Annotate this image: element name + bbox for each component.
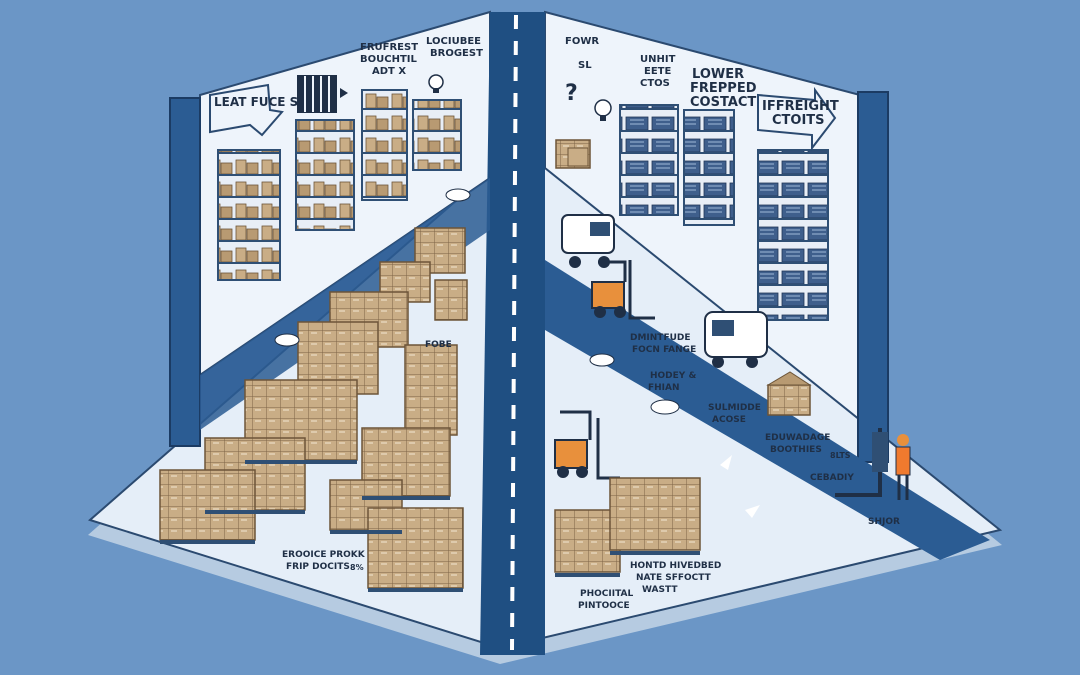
svg-text:LOWER FREPPED COST: LOWER FREPPED COSTACT [690, 67, 761, 110]
pallet [434, 279, 468, 321]
right-sign-1-line-3: CTOS [640, 78, 670, 89]
right-corner-sign-line-2: SL [578, 60, 592, 71]
right-label-7-line-2: NATE SFFOCTT [636, 573, 712, 583]
right-sign-2-line-1: LOWER [692, 67, 744, 82]
svg-text:FRUFREST BOUCHTIL: FRUFREST BOUCHTIL ADT X [360, 42, 422, 77]
right-label-5: CEBADIY [810, 473, 854, 483]
right-arrow-sign-line-1: IFFREIGHT [762, 99, 839, 114]
right-arrow-icon [340, 88, 348, 98]
svg-text:UNHIT EETE CTOS: UNHIT EETE CTOS [640, 54, 679, 89]
svg-text:LOCIUBEE BROGEST: LOCIUBEE BROGEST [426, 36, 484, 59]
right-shelving [619, 104, 829, 321]
svg-text:IFFREIGHT CTOITS: IFFREIGHT CTOITS [762, 99, 843, 128]
right-label-4-line-2: BOOTHIES [770, 445, 822, 455]
right-label-1-line-2: FOCN FANGE [632, 345, 696, 355]
right-label-7-line-3: WASTT [642, 585, 678, 595]
left-banner-1-line-2: BOUCHTIL [360, 54, 417, 65]
aisle-center-line [510, 14, 518, 651]
forklift-icon [554, 410, 620, 480]
left-banner-1: FRUFREST BOUCHTIL ADT X [360, 42, 422, 77]
right-corner-sign: FOWR SL ? [565, 36, 612, 121]
right-label-3-line-2: ACOSE [712, 415, 746, 425]
right-label-4: EDUWADAGE BOOTHIES [765, 433, 834, 455]
left-banner-1-line-1: FRUFREST [360, 42, 418, 53]
left-label-b: EROOICE PROKK FRIP DOCITS [282, 550, 368, 572]
forklift-icon [591, 260, 655, 320]
left-banner-1-line-3: ADT X [372, 66, 406, 77]
right-box-stack [555, 139, 591, 169]
right-label-1-line-1: DMINTFUDE [630, 333, 691, 343]
right-label-8: PHOCIITAL PINTOOCE [578, 589, 636, 611]
right-arrow-sign: IFFREIGHT CTOITS [757, 86, 843, 151]
right-pillar [857, 91, 889, 463]
right-box-pallets [554, 477, 701, 577]
right-label-2-line-2: FHIAN [648, 383, 680, 393]
left-label-b-line-1: EROOICE PROKK [282, 550, 366, 560]
cloud-icon [274, 188, 680, 415]
right-label-8-line-2: PINTOOCE [578, 601, 630, 611]
right-arrow-icon [720, 455, 732, 470]
right-sign-2-line-2: FREPPED [690, 81, 757, 96]
left-shelving [217, 89, 462, 281]
right-label-2: HODEY & FHIAN [648, 371, 699, 393]
lightbulb-icon [428, 74, 444, 93]
right-label-8-line-1: PHOCIITAL [580, 589, 633, 599]
pallet [404, 344, 458, 436]
right-sign-1: UNHIT EETE CTOS [640, 54, 679, 89]
right-label-6: SHJOR [868, 517, 900, 527]
left-banner-2-line-1: LOCIUBEE [426, 36, 481, 47]
question-mark-icon: ? [565, 81, 578, 106]
delivery-van-icon [561, 214, 615, 268]
right-sign-1-line-2: EETE [644, 66, 671, 77]
lightbulb-icon [594, 99, 612, 121]
svg-text:FOWR SL: FOWR SL [565, 36, 603, 71]
right-label-7: HONTD HIVEDBED NATE SFFOCTT WASTT [630, 561, 725, 595]
pallet [159, 469, 256, 541]
right-label-3-line-1: SULMIDDE [708, 403, 761, 413]
right-sign-1-line-1: UNHIT [640, 54, 676, 65]
pallet [367, 507, 464, 589]
left-label-b-line-2: FRIP DOCITS [286, 562, 350, 572]
right-sign-2-line-3: COSTACT [690, 95, 756, 110]
left-label-fobe: FOBE [425, 340, 452, 350]
right-label-7-line-1: HONTD HIVEDBED [630, 561, 721, 571]
right-label-4-line-1: EDUWADAGE [765, 433, 830, 443]
right-corner-sign-line-1: FOWR [565, 36, 599, 47]
right-label-3: SULMIDDE ACOSE [708, 403, 764, 425]
left-pillar [169, 97, 201, 447]
delivery-van-icon [704, 311, 768, 368]
right-arrow-icon [745, 505, 760, 518]
left-box-pallets [159, 227, 468, 592]
right-label-1: DMINTFUDE FOCN FANGE [630, 333, 696, 355]
left-label-b-small: 8% [350, 563, 364, 572]
worker-icon [895, 434, 911, 500]
pallet [609, 477, 701, 551]
left-banner-2-line-2: BROGEST [430, 48, 483, 59]
pallet-jack-icon [835, 428, 888, 497]
right-label-4-small: 8LTS [830, 451, 851, 460]
pallet [554, 509, 621, 573]
open-box-icon [766, 371, 812, 416]
right-sign-2: LOWER FREPPED COSTACT [690, 67, 761, 110]
left-stripe-sign [297, 75, 348, 113]
right-arrow-sign-line-2: CTOITS [772, 113, 825, 128]
left-banner-2: LOCIUBEE BROGEST [426, 36, 484, 93]
right-label-2-line-1: HODEY & [650, 371, 696, 381]
